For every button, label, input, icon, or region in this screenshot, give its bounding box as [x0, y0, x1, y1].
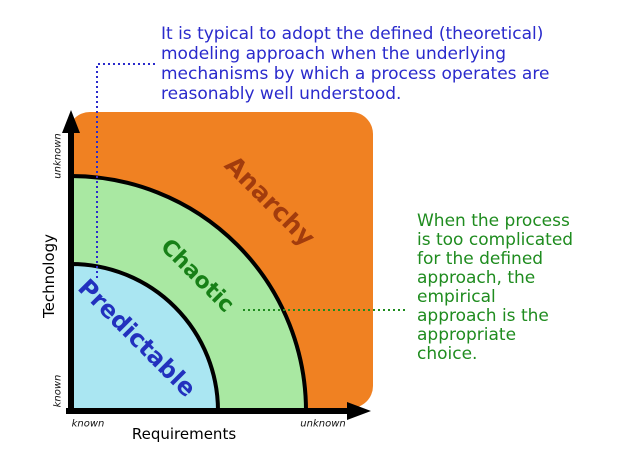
- annotation-line: choice.: [417, 344, 478, 364]
- y-axis-title: Technology: [40, 233, 58, 319]
- annotation-line: approach is the: [417, 306, 549, 326]
- annotation-line: for the defined: [417, 249, 544, 269]
- annotation-line: modeling approach when the underlying: [161, 44, 507, 64]
- annotation-defined-approach: It is typical to adopt the defined (theo…: [161, 24, 549, 104]
- x-axis-tick-known: known: [71, 418, 105, 430]
- annotation-line: approach, the: [417, 268, 536, 288]
- annotation-line: When the process: [417, 211, 570, 231]
- x-axis-title: Requirements: [131, 425, 237, 443]
- annotation-empirical-approach: When the process is too complicated for …: [417, 212, 573, 364]
- y-axis-arrowhead-icon: [62, 110, 80, 133]
- annotation-line: reasonably well understood.: [161, 84, 402, 104]
- annotation-line: mechanisms by which a process operates a…: [161, 64, 550, 84]
- annotation-line: It is typical to adopt the defined (theo…: [161, 24, 544, 44]
- zone-predictable-region: [69, 261, 221, 413]
- x-axis-arrowhead-icon: [347, 402, 371, 420]
- y-axis-tick-unknown: unknown: [52, 133, 64, 179]
- y-axis-tick-known: known: [52, 374, 64, 408]
- annotation-line: empirical: [417, 287, 496, 307]
- x-axis-tick-unknown: unknown: [300, 418, 346, 430]
- annotation-line: is too complicated: [417, 230, 574, 250]
- annotation-line: appropriate: [417, 325, 517, 345]
